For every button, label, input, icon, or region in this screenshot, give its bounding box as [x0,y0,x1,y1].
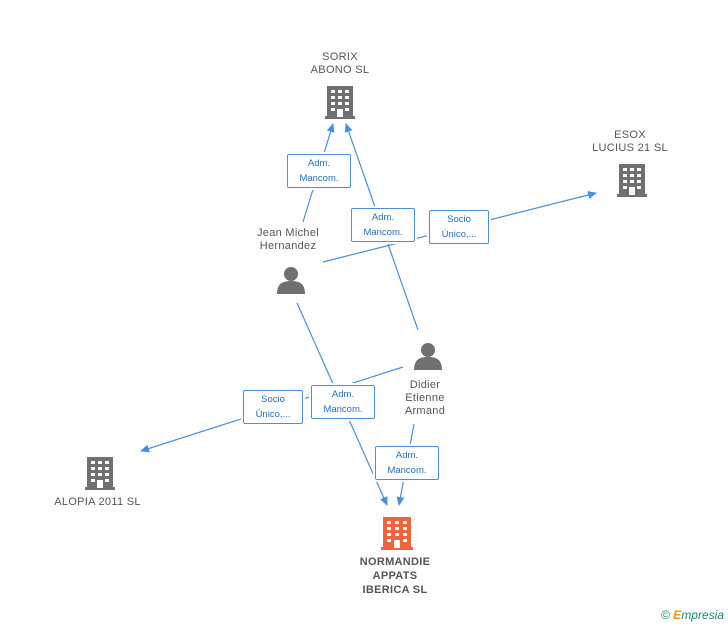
edge-label-didier-alopia: Socio Único,... [243,390,303,424]
person-label-jean[interactable]: Jean Michel Hernandez [257,227,319,252]
company-label-sorix[interactable]: SORIX ABONO SL [310,51,370,76]
building-icon[interactable] [85,457,115,490]
main-building-icon[interactable] [381,517,413,550]
edge-label-jean-normandie: Adm. Mancom. [311,385,375,419]
company-label-normandie[interactable]: NORMANDIE APPATS IBERICA SL [359,556,431,596]
person-icon[interactable] [277,267,305,294]
person-icon[interactable] [414,343,442,370]
company-label-alopia[interactable]: ALOPIA 2011 SL [54,496,141,508]
edge-label-jean-sorix: Adm. Mancom. [287,154,351,188]
copyright-symbol: © [661,608,670,622]
edge-label-didier-sorix: Adm. Mancom. [351,208,415,242]
brand-footer: © Empresia [661,608,724,622]
edge-label-jean-esox: Socio Único,... [429,210,489,244]
building-icon[interactable] [617,164,647,197]
brand-name: mpresia [681,608,724,622]
edge-label-didier-normandie: Adm. Mancom. [375,446,439,480]
person-label-didier[interactable]: Didier Etienne Armand [404,379,446,417]
brand-logo-letter: E [673,608,682,622]
building-icon[interactable] [325,86,355,119]
company-label-esox[interactable]: ESOX LUCIUS 21 SL [592,129,668,154]
